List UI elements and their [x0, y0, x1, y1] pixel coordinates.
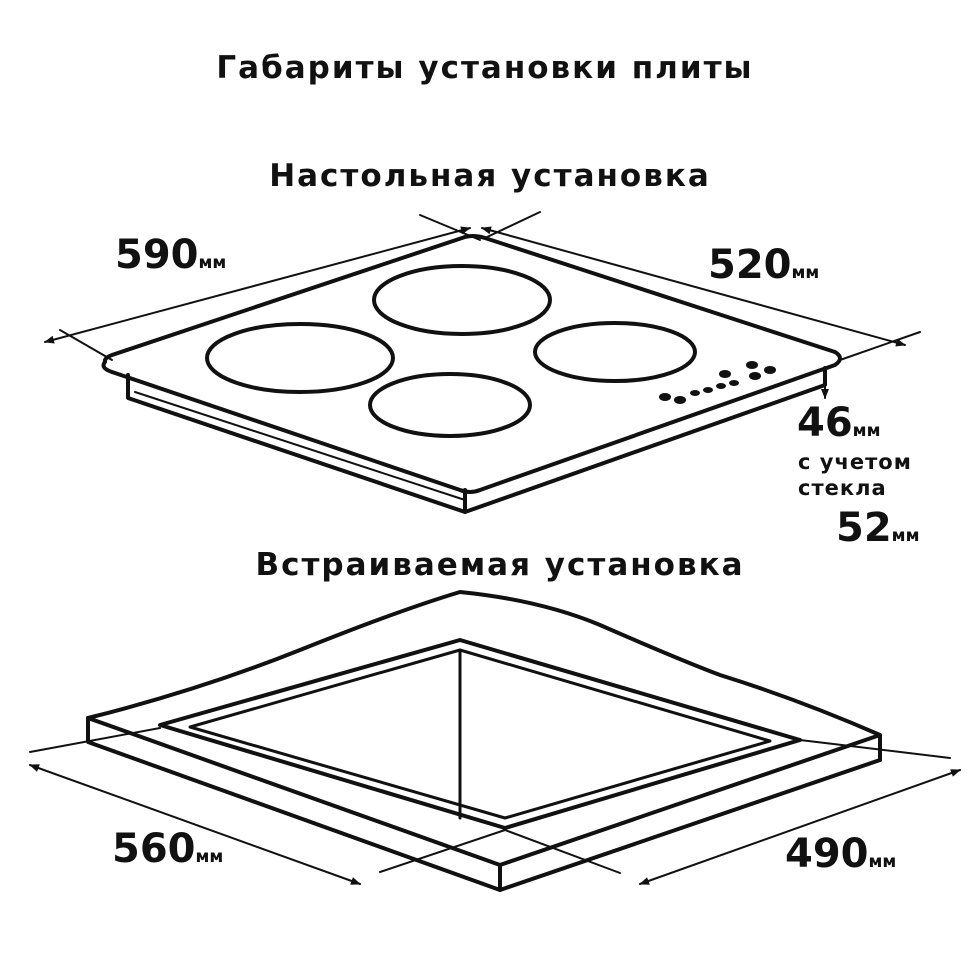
height-note-line2: стекла — [798, 476, 887, 500]
page-title: Габариты установки плиты — [216, 50, 753, 86]
burner-left — [205, 322, 395, 394]
height-label: 46мм — [797, 400, 880, 446]
burner-front — [368, 372, 532, 438]
surface-heading: Настольная установка — [269, 158, 711, 194]
builtin-width-label: 560мм — [112, 826, 223, 872]
burner-back — [372, 264, 552, 336]
hob-glass-top — [101, 234, 842, 494]
depth-dimension-line — [481, 226, 906, 347]
countertop-top-outline — [86, 590, 882, 762]
height-with-glass-label: 52мм — [836, 505, 919, 551]
countertop-drawing — [29, 590, 961, 892]
builtin-heading: Встраиваемая установка — [255, 547, 744, 583]
width-label: 590мм — [115, 232, 226, 278]
control-buttons — [659, 361, 776, 404]
depth-label: 520мм — [708, 242, 819, 288]
builtin-depth-dimension-line — [639, 769, 961, 885]
width-dimension-line — [44, 226, 471, 344]
height-note-line1: с учетом — [798, 450, 912, 474]
builtin-depth-label: 490мм — [785, 831, 896, 877]
builtin-width-dimension-line — [29, 764, 361, 885]
burner-right — [533, 321, 697, 383]
hob-drawing — [44, 211, 921, 514]
